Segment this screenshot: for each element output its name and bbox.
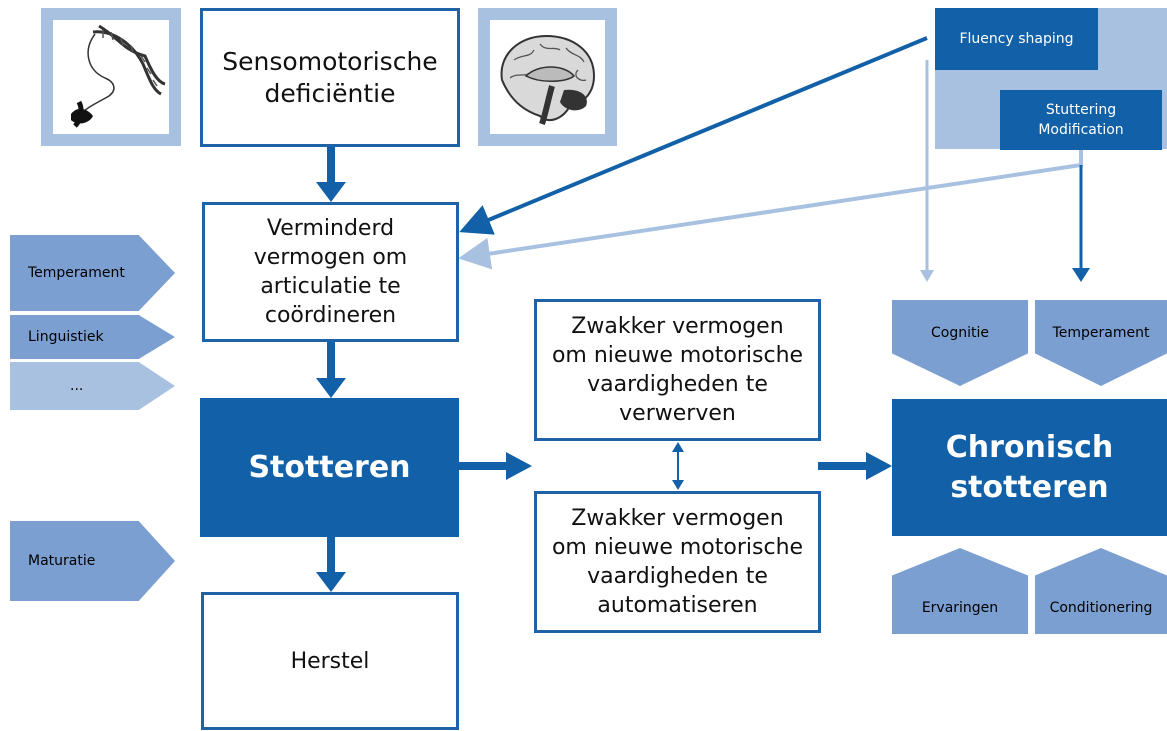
tag-temperament-left-label: Temperament [28,265,125,281]
herstel-label: Herstel [290,648,370,674]
brain-icon [500,34,596,125]
fluency-shaping-box: Fluency shaping [935,8,1098,70]
sensomotor-label: Sensomotorische deficiëntie [222,46,438,108]
chronisch-label: Chronisch stotteren [945,429,1114,505]
zwakker-automatiseren-box: Zwakker vermogen om nieuwe motorische va… [534,491,821,633]
tag-maturatie: Maturatie [10,521,175,601]
verminderd-label: Verminderd vermogen om articulatie te co… [253,216,408,328]
tag-ervaringen-label: Ervaringen [921,600,999,616]
zwakker-automatiseren-label: Zwakker vermogen om nieuwe motorische va… [551,506,804,618]
verminderd-box: Verminderd vermogen om articulatie te co… [202,202,459,342]
tag-temperament-left: Temperament [10,235,175,311]
dna-image-frame [41,8,181,146]
arrow-fluency-to-verminderd [459,36,928,235]
sensomotor-box: Sensomotorische deficiëntie [200,8,460,147]
stuttering-modification-label: Stuttering Modification [1038,102,1124,138]
stuttering-modification-box: Stuttering Modification [1000,90,1162,150]
tag-linguistiek: Linguistiek [10,315,175,359]
tag-ellipsis-label: ... [70,378,84,394]
herstel-box: Herstel [201,592,459,730]
tag-ellipsis: ... [10,362,175,410]
zwakker-verwerven-label: Zwakker vermogen om nieuwe motorische va… [551,314,804,426]
dna-chromosome-icon [71,24,166,128]
chronisch-box: Chronisch stotteren [892,399,1167,536]
zwakker-verwerven-box: Zwakker vermogen om nieuwe motorische va… [534,299,821,441]
tag-cognitie-label: Cognitie [931,325,989,341]
arrow-stuttering-to-verminderd [458,131,1083,270]
tag-conditionering-label: Conditionering [1049,600,1153,616]
stotteren-label: Stotteren [248,450,411,485]
fluency-shaping-label: Fluency shaping [959,31,1074,47]
tag-linguistiek-label: Linguistiek [28,329,104,345]
brain-image-frame [478,8,617,146]
tag-maturatie-label: Maturatie [28,553,96,569]
tag-temperament-right-label: Temperament [1052,325,1150,341]
stotteren-box: Stotteren [200,398,459,537]
